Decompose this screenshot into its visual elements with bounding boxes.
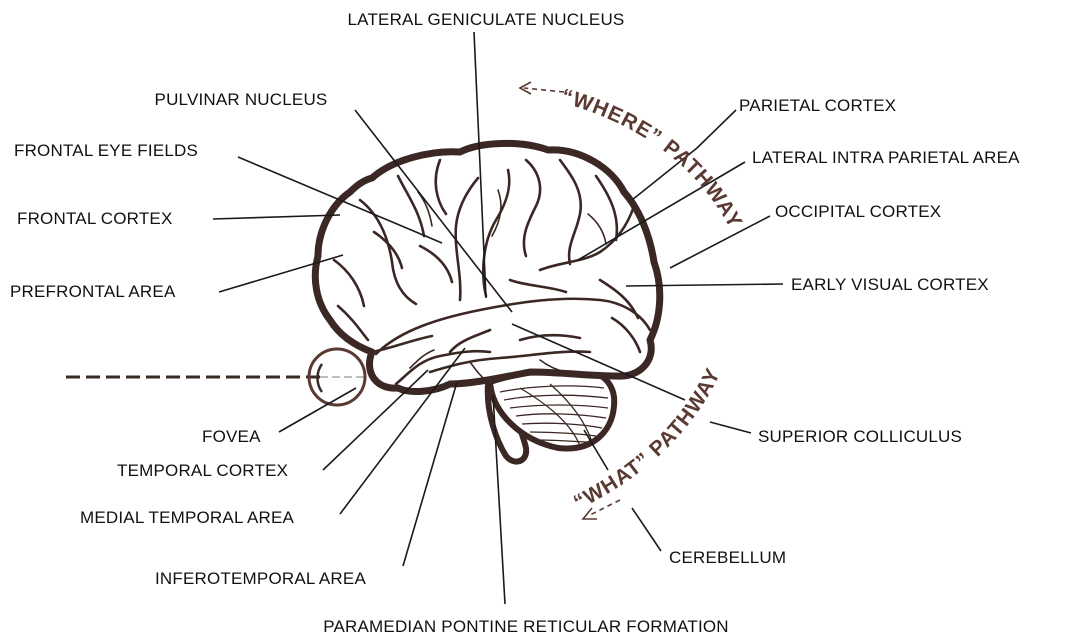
cerebrum-outline [315, 143, 659, 391]
label-prefrontal-area: PREFRONTAL AREA [10, 282, 176, 301]
eye-symbol [66, 349, 365, 405]
label-lateral-intra-parietal-area: LATERAL INTRA PARIETAL AREA [752, 148, 1020, 167]
label-early-visual-cortex: EARLY VISUAL CORTEX [791, 275, 989, 294]
label-frontal-cortex: FRONTAL CORTEX [17, 209, 173, 228]
label-temporal-cortex: TEMPORAL CORTEX [117, 461, 288, 480]
label-fovea: FOVEA [202, 427, 261, 446]
label-parietal-cortex: PARIETAL CORTEX [739, 96, 896, 115]
label-lateral-geniculate-nucleus: LATERAL GENICULATE NUCLEUS [348, 10, 625, 29]
label-occipital-cortex: OCCIPITAL CORTEX [775, 202, 941, 221]
label-medial-temporal-area: MEDIAL TEMPORAL AREA [80, 508, 295, 527]
label-paramedian-pontine-reticular-formation: PARAMEDIAN PONTINE RETICULAR FORMATION [323, 617, 729, 636]
label-frontal-eye-fields: FRONTAL EYE FIELDS [14, 141, 198, 160]
label-superior-colliculus: SUPERIOR COLLICULUS [758, 427, 962, 446]
label-cerebellum: CEREBELLUM [669, 548, 786, 567]
where-pathway-arrow [520, 82, 564, 94]
label-inferotemporal-area: INFEROTEMPORAL AREA [155, 569, 366, 588]
label-pulvinar-nucleus: PULVINAR NUCLEUS [155, 90, 328, 109]
